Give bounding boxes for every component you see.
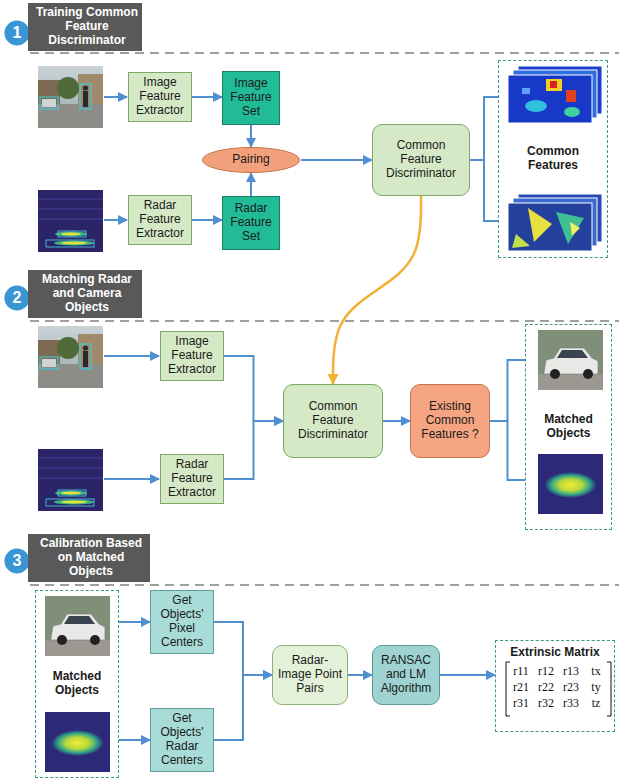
result-group: Matched Objects	[525, 324, 612, 530]
node-text: 1	[13, 24, 22, 42]
flow-connector	[192, 219, 222, 221]
node-text: Matched Objects	[530, 413, 607, 441]
step-badge: 1	[3, 19, 31, 47]
section-header: Matching Radar and Camera Objects	[28, 270, 142, 318]
node-text: Radar Feature Set	[227, 202, 275, 243]
discriminator-box: Common Feature Discriminator	[372, 124, 470, 196]
node-text: Common Feature Discriminator	[288, 400, 378, 441]
node-text: Radar Feature Extractor	[165, 458, 219, 499]
flow-connector	[250, 125, 252, 147]
result-group: Matched Objects	[35, 590, 119, 778]
node-text: Pairing	[232, 153, 269, 167]
car-image	[538, 330, 603, 390]
section-divider	[30, 320, 619, 322]
flow-connector	[224, 356, 283, 421]
flow-connector	[214, 622, 272, 675]
matrix-entry: r12	[534, 664, 558, 678]
node-text: Get Objects' Pixel Centers	[155, 594, 209, 649]
flow-connector	[119, 739, 150, 741]
discriminator-box: Common Feature Discriminator	[283, 384, 383, 458]
shape-outline	[3, 285, 30, 312]
node-text: 3	[13, 552, 22, 570]
shape-outline	[203, 148, 300, 173]
flow-connector	[490, 360, 525, 480]
flow-connector	[192, 96, 222, 98]
process-box: Get Objects' Radar Centers	[150, 708, 214, 772]
process-box: Radar Feature Extractor	[128, 195, 192, 244]
node-text: Calibration Based on Matched Objects	[36, 537, 146, 578]
matrix-entry: r21	[509, 680, 533, 694]
matrix-entry: r32	[534, 696, 558, 710]
process-box: Image Feature Extractor	[128, 72, 192, 121]
matrix-entry: tx	[584, 664, 608, 678]
input-arrow	[104, 219, 127, 221]
flow-connector	[348, 674, 372, 676]
section-divider	[30, 52, 619, 54]
camera-image	[38, 66, 103, 128]
result-group: Common Features	[498, 60, 608, 258]
input-arrow	[104, 478, 159, 480]
process-box: Radar-Image Point Pairs	[272, 645, 348, 705]
matrix-entry: r33	[559, 696, 583, 710]
node-text: RANSAC and LM Algorithm	[377, 654, 435, 695]
camera-image	[38, 326, 103, 388]
shape-outline	[3, 20, 30, 47]
node-text: Training Common Feature Discriminator	[36, 6, 138, 47]
matrix-entry: ty	[584, 680, 608, 694]
matrix-entry: r13	[559, 664, 583, 678]
radar-image	[38, 190, 103, 252]
matrix-bracket	[506, 662, 510, 716]
node-text: Existing Common Features ?	[415, 400, 485, 441]
radar-object-image	[538, 454, 603, 514]
algorithm-box: RANSAC and LM Algorithm	[372, 645, 440, 705]
flow-connector	[224, 421, 283, 479]
process-box: Radar Feature Extractor	[160, 454, 224, 503]
node-text: Extrinsic Matrix	[510, 646, 599, 660]
heatmap-image	[508, 66, 602, 123]
section-header: Training Common Feature Discriminator	[28, 3, 142, 50]
process-box: Get Objects' Pixel Centers	[150, 590, 214, 654]
matrix-bracket	[607, 662, 611, 716]
matrix-entry: r11	[509, 664, 533, 678]
feature-set-box: Image Feature Set	[222, 71, 280, 125]
flow-connector	[440, 674, 495, 676]
flow-connector	[383, 420, 410, 422]
node-text: Matching Radar and Camera Objects	[36, 273, 138, 314]
feature-set-box: Radar Feature Set	[222, 196, 280, 250]
node-text: 2	[13, 289, 22, 307]
node-text: Common Feature Discriminator	[377, 139, 465, 180]
step-badge: 2	[3, 284, 31, 312]
matrix-entry: r31	[509, 696, 533, 710]
feedback-arrow	[333, 196, 421, 384]
decision-box: Existing Common Features ?	[410, 384, 490, 458]
radar-object-image	[45, 712, 110, 772]
flow-connector	[250, 173, 252, 196]
shape-outline	[3, 548, 30, 575]
node-text: Image Feature Extractor	[165, 335, 219, 376]
matrix-entry: r22	[534, 680, 558, 694]
process-box: Image Feature Extractor	[160, 331, 224, 380]
car-image	[45, 596, 110, 656]
matrix-entry: r23	[559, 680, 583, 694]
flow-connector	[470, 97, 498, 221]
node-text: Radar-Image Point Pairs	[277, 654, 343, 695]
node-text: Get Objects' Radar Centers	[155, 712, 209, 767]
radar-image	[38, 449, 103, 511]
pairing-ellipse: Pairing	[201, 147, 301, 173]
section-header: Calibration Based on Matched Objects	[28, 534, 150, 582]
node-text: Image Feature Extractor	[133, 76, 187, 117]
section-divider	[30, 584, 619, 586]
flow-connector	[214, 675, 272, 740]
node-text: Image Feature Set	[227, 77, 275, 118]
input-arrow	[104, 96, 127, 98]
node-text: Radar Feature Extractor	[133, 199, 187, 240]
matrix-entry: tz	[584, 696, 608, 710]
flow-connector	[119, 621, 150, 623]
node-text: Common Features	[503, 145, 603, 173]
input-arrow	[104, 355, 159, 357]
flow-connector	[301, 159, 372, 161]
node-text: Matched Objects	[40, 670, 114, 698]
heatmap-image	[508, 194, 602, 251]
step-badge: 3	[3, 547, 31, 575]
